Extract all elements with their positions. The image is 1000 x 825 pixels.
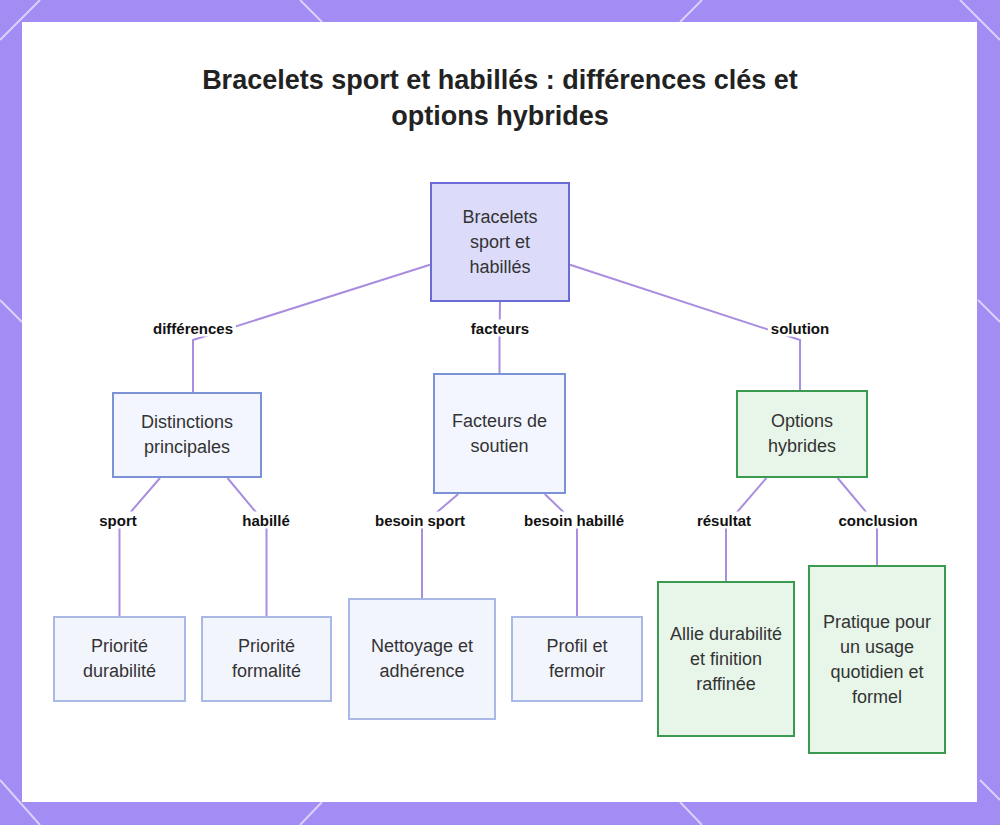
box-text: Pratique pour un usage quotidien et form… <box>820 610 934 710</box>
concept-box: Priorité formalité <box>201 616 332 702</box>
concept-box: Allie durabilité et finition raffinée <box>657 581 795 737</box>
edge-label: résultat <box>694 512 754 529</box>
edge-label: conclusion <box>835 512 920 529</box>
connector-line <box>570 265 800 390</box>
edge-label: besoin sport <box>372 512 468 529</box>
concept-box: Distinctions principales <box>112 392 262 478</box>
connector-line <box>228 478 267 616</box>
concept-box: Priorité durabilité <box>53 616 186 702</box>
diagram-title: Bracelets sport et habillés : différence… <box>150 62 850 134</box>
connector-line <box>726 478 766 581</box>
box-text: Nettoyage et adhérence <box>360 634 484 684</box>
edge-label: solution <box>768 320 832 337</box>
concept-box: Options hybrides <box>736 390 868 478</box>
concept-box: Bracelets sport et habillés <box>430 182 570 302</box>
connector-line <box>499 302 502 373</box>
concept-box: Nettoyage et adhérence <box>348 598 496 720</box>
box-text: Profil et fermoir <box>523 634 631 684</box>
concept-box: Profil et fermoir <box>511 616 643 702</box>
edge-label: facteurs <box>468 320 532 337</box>
edge-label: besoin habillé <box>521 512 627 529</box>
box-text: Facteurs de soutien <box>445 409 554 459</box>
box-text: Options hybrides <box>748 409 856 459</box>
box-text: Bracelets sport et habillés <box>442 205 558 280</box>
concept-box: Pratique pour un usage quotidien et form… <box>808 565 946 754</box>
edge-label: habillé <box>239 512 293 529</box>
box-text: Priorité durabilité <box>65 634 174 684</box>
concept-box: Facteurs de soutien <box>433 373 566 494</box>
box-text: Distinctions principales <box>124 410 250 460</box>
connector-line <box>422 494 458 598</box>
box-text: Allie durabilité et finition raffinée <box>669 622 783 697</box>
edge-label: différences <box>150 320 236 337</box>
box-text: Priorité formalité <box>213 634 320 684</box>
edge-label: sport <box>96 512 140 529</box>
connector-line <box>120 478 161 616</box>
